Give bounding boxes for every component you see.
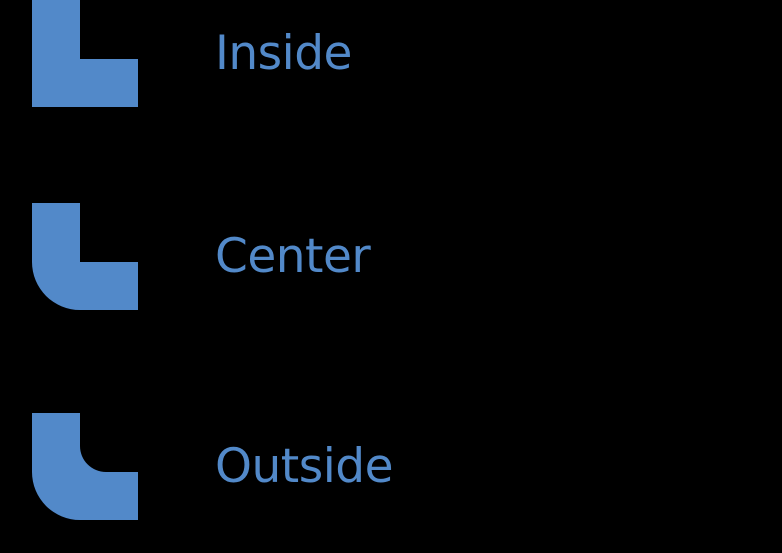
legend-label-outside: Outside [215, 439, 394, 494]
legend-label-inside: Inside [215, 26, 352, 81]
glyph-path-outside [32, 413, 138, 520]
l-shape-miter-join-icon [32, 0, 138, 107]
l-shape-center-join-icon [32, 203, 138, 310]
glyph-path-inside [32, 0, 138, 107]
glyph-path-center [32, 203, 138, 310]
legend-label-center: Center [215, 229, 371, 284]
l-shape-outside-join-icon [32, 413, 138, 520]
